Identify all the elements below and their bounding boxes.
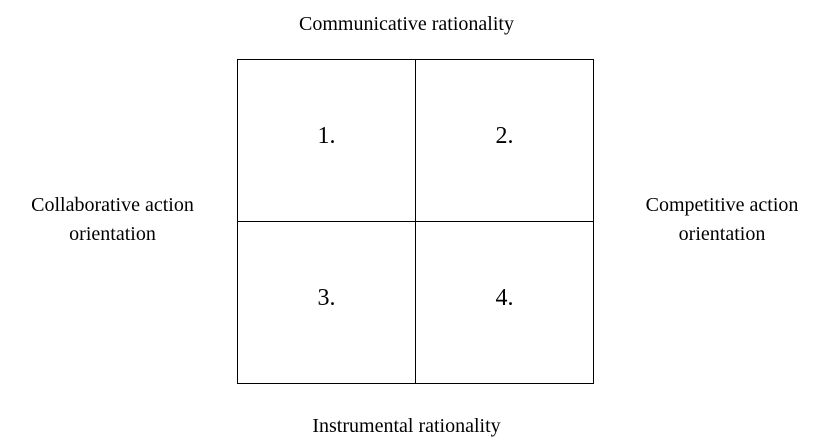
quadrant-1: 1. — [238, 60, 416, 222]
quadrant-4: 4. — [416, 222, 593, 383]
right-axis-label-line-2: orientation — [678, 223, 766, 245]
quadrant-2: 2. — [416, 60, 593, 222]
right-axis-label: Competitive action orientation — [622, 191, 813, 249]
bottom-axis-label: Instrumental rationality — [312, 415, 501, 437]
quadrant-2-label: 2. — [495, 123, 514, 149]
left-axis-label-line-2: orientation — [69, 223, 156, 245]
quadrant-1-label: 1. — [317, 123, 336, 149]
top-axis-label: Communicative rationality — [299, 13, 514, 35]
quadrant-3-label: 3. — [317, 285, 336, 311]
quadrant-4-label: 4. — [495, 285, 514, 311]
quadrant-3: 3. — [238, 222, 416, 383]
left-axis-label-line-1: Collaborative action — [31, 194, 194, 216]
quadrant-matrix: 1. 2. 3. 4. — [237, 59, 594, 384]
left-axis-label: Collaborative action orientation — [0, 191, 225, 249]
right-axis-label-line-1: Competitive action — [645, 194, 799, 216]
